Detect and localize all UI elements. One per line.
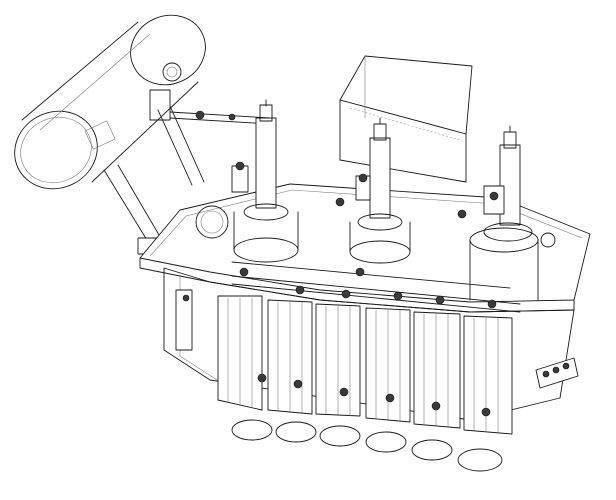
- oil-pipe: [169, 110, 271, 125]
- radiator-panel-4: [365, 307, 411, 453]
- control-cabinet: [339, 55, 473, 183]
- radiator-panel-6: [457, 315, 513, 472]
- radiator-panel-2: [267, 299, 317, 443]
- bushing-left: [233, 99, 299, 263]
- radiator-panel-1: [217, 295, 273, 441]
- tank-cover: [139, 183, 591, 313]
- bushing-center: [349, 117, 411, 264]
- tank-body: [163, 267, 575, 421]
- radiator-header-pipe: [231, 261, 521, 313]
- radiator-panel-5: [411, 311, 461, 461]
- radiator-panel-3: [315, 303, 361, 447]
- radiator-bolts: [257, 373, 491, 417]
- terminal-block: [535, 357, 579, 389]
- cover-fittings: [231, 161, 505, 219]
- conservator-tank: [14, 14, 206, 190]
- bushing-right: [469, 125, 539, 301]
